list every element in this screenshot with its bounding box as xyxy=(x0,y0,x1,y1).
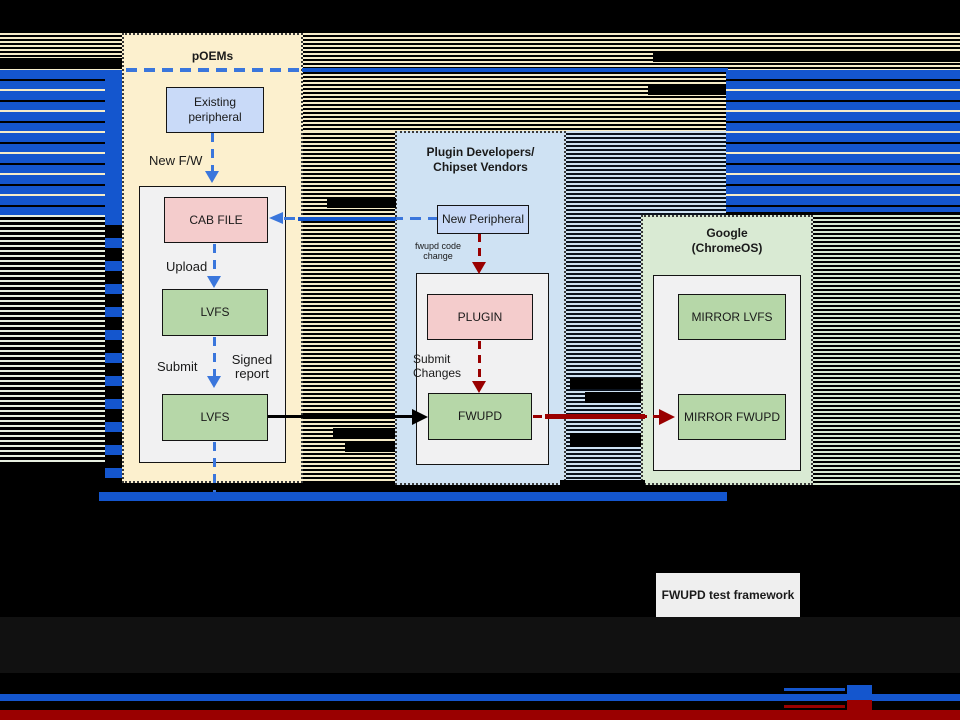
glitch-black-bar-8 xyxy=(570,433,641,447)
bottom-dark-band xyxy=(0,617,960,673)
node-mirror-fwupd: MIRROR FWUPD xyxy=(678,394,786,440)
arrow-plugin-to-fwupd-head xyxy=(472,381,486,393)
group-google-title-line1: Google xyxy=(706,226,748,240)
dashed-tail-below-lvfs xyxy=(213,442,216,500)
glitch-blue-overlay-line xyxy=(298,217,396,221)
arrow-cab-to-lvfs-line xyxy=(213,244,216,275)
glitch-red-block-bottom xyxy=(847,700,872,712)
glitch-blue-column xyxy=(105,73,122,209)
glitch-stripes-green-right xyxy=(813,215,960,485)
node-fwupd: FWUPD xyxy=(428,393,532,440)
glitch-bluebars-right xyxy=(726,70,960,212)
bottom-blue-bar xyxy=(0,694,960,701)
glitch-red-overlay-line xyxy=(545,414,645,419)
arrow-lvfs-to-lvfs-line xyxy=(213,337,216,376)
glitch-red-line-bottom xyxy=(784,705,845,708)
label-upload: Upload xyxy=(166,259,208,274)
node-mirror-lvfs: MIRROR LVFS xyxy=(678,294,786,340)
glitch-black-bar-1 xyxy=(653,52,960,62)
arrow-lvfs-to-fwupd-line xyxy=(268,415,414,418)
arrow-existing-to-cab-line xyxy=(211,133,214,171)
group-plugin-title-line1: Plugin Developers/ xyxy=(426,145,535,159)
bottom-red-bar xyxy=(0,710,960,720)
glitch-black-bar-6 xyxy=(570,378,641,389)
node-lvfs-upload: LVFS xyxy=(162,289,268,336)
label-signed-report: Signed report xyxy=(231,352,273,381)
node-plugin: PLUGIN xyxy=(427,294,533,340)
arrow-plugin-to-fwupd-line xyxy=(478,341,481,381)
glitch-black-bar-5 xyxy=(345,443,395,452)
glitch-blue-band-left xyxy=(0,207,122,215)
glitch-black-bar-4 xyxy=(333,428,395,437)
arrow-newperipheral-to-plugin-head xyxy=(472,262,486,274)
node-fwupd-test-framework: FWUPD test framework xyxy=(656,573,800,617)
glitch-blue-line-bottom xyxy=(784,688,845,691)
glitch-black-bar-7 xyxy=(585,392,641,403)
label-new-fw: New F/W xyxy=(149,153,203,168)
glitch-bluedash-column xyxy=(105,215,123,481)
label-submit: Submit xyxy=(157,359,198,374)
glitch-black-band xyxy=(0,58,122,68)
arrow-fwupd-to-mirror-head xyxy=(659,409,675,425)
glitch-black-bar-2 xyxy=(648,85,726,95)
glitch-blue-bar-mid xyxy=(99,492,727,501)
label-fwupd-code-change: fwupd code change xyxy=(414,241,462,261)
node-new-peripheral: New Peripheral xyxy=(437,205,529,234)
node-cab-file: CAB FILE xyxy=(164,197,268,243)
glitch-black-bar-3 xyxy=(327,198,396,208)
node-lvfs-submit: LVFS xyxy=(162,394,268,441)
label-submit-changes: Submit Changes xyxy=(413,352,462,380)
glitch-black-bar-9 xyxy=(560,480,645,487)
node-existing-peripheral: Existing peripheral xyxy=(166,87,264,133)
arrow-lvfs-to-fwupd-head xyxy=(412,409,428,425)
group-poems-title: pOEMs xyxy=(191,49,234,63)
glitch-stripes-green-left xyxy=(0,215,105,463)
group-google-title-line2: (ChromeOS) xyxy=(691,241,763,255)
arrow-cab-to-lvfs-head xyxy=(207,276,221,288)
arrow-lvfs-to-lvfs-head xyxy=(207,376,221,388)
glitch-bluebars-left xyxy=(0,70,122,207)
glitch-stripes-tan-column xyxy=(303,131,395,481)
poems-boundary-dashed-line xyxy=(126,68,302,72)
arrow-existing-to-cab-head xyxy=(205,171,219,183)
arrow-newperipheral-to-plugin-line xyxy=(478,234,481,262)
glitch-blue-line-top xyxy=(302,68,728,72)
arrow-newperipheral-to-cab-head xyxy=(269,212,283,224)
group-plugin-title-line2: Chipset Vendors xyxy=(433,160,528,174)
